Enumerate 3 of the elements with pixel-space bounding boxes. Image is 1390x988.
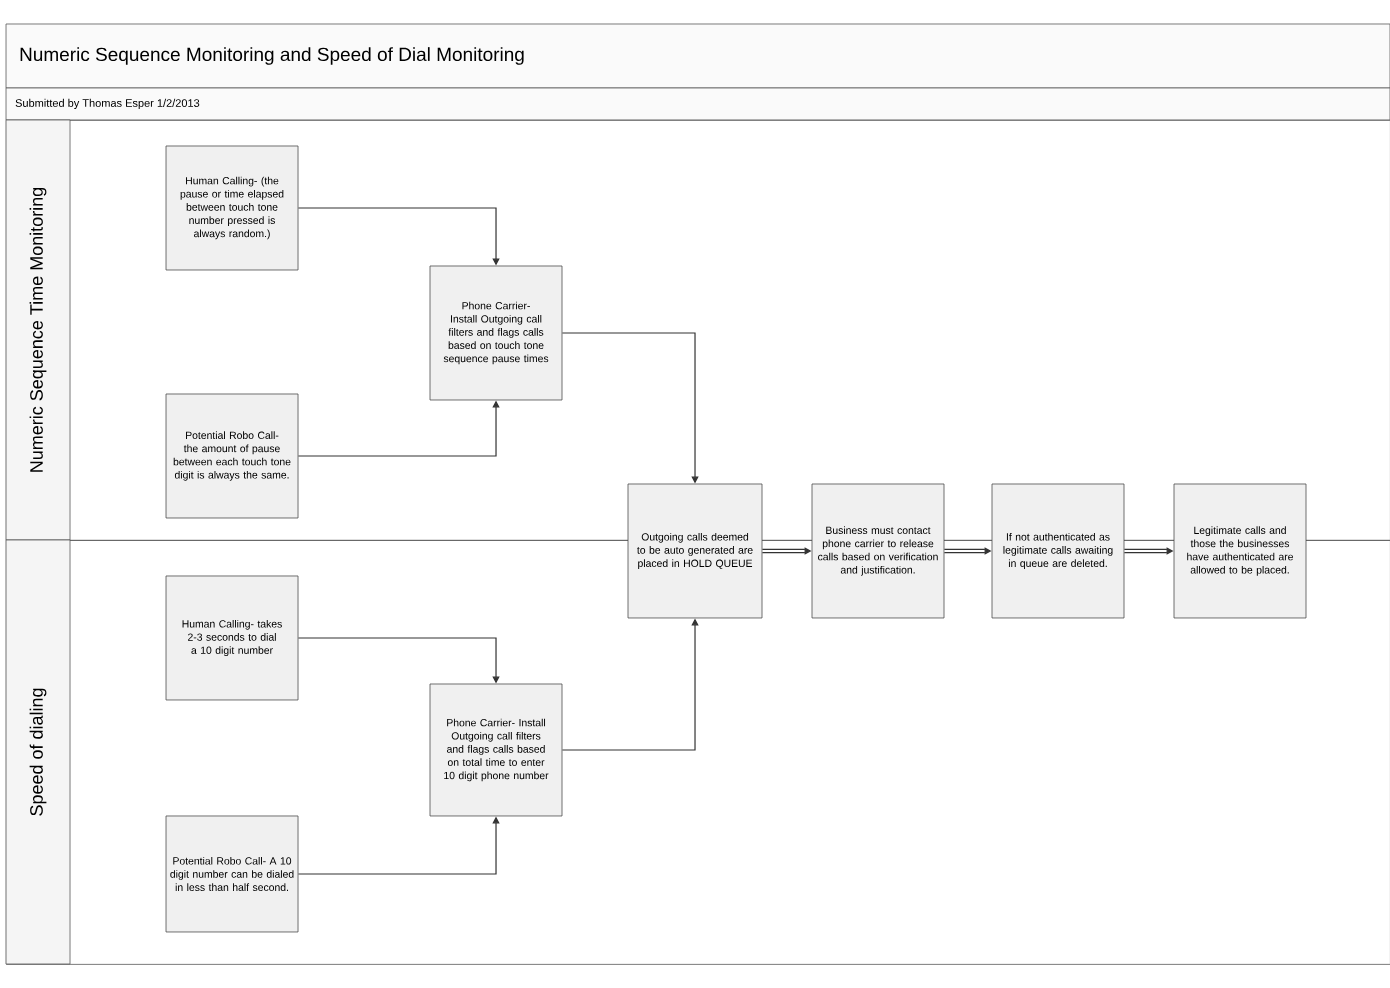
lane-header: Speed of dialing xyxy=(5,539,71,965)
lane-header: Numeric Sequence Time Monitoring xyxy=(5,119,71,541)
title: Numeric Sequence Monitoring and Speed of Dial Monitoring xyxy=(20,47,524,65)
